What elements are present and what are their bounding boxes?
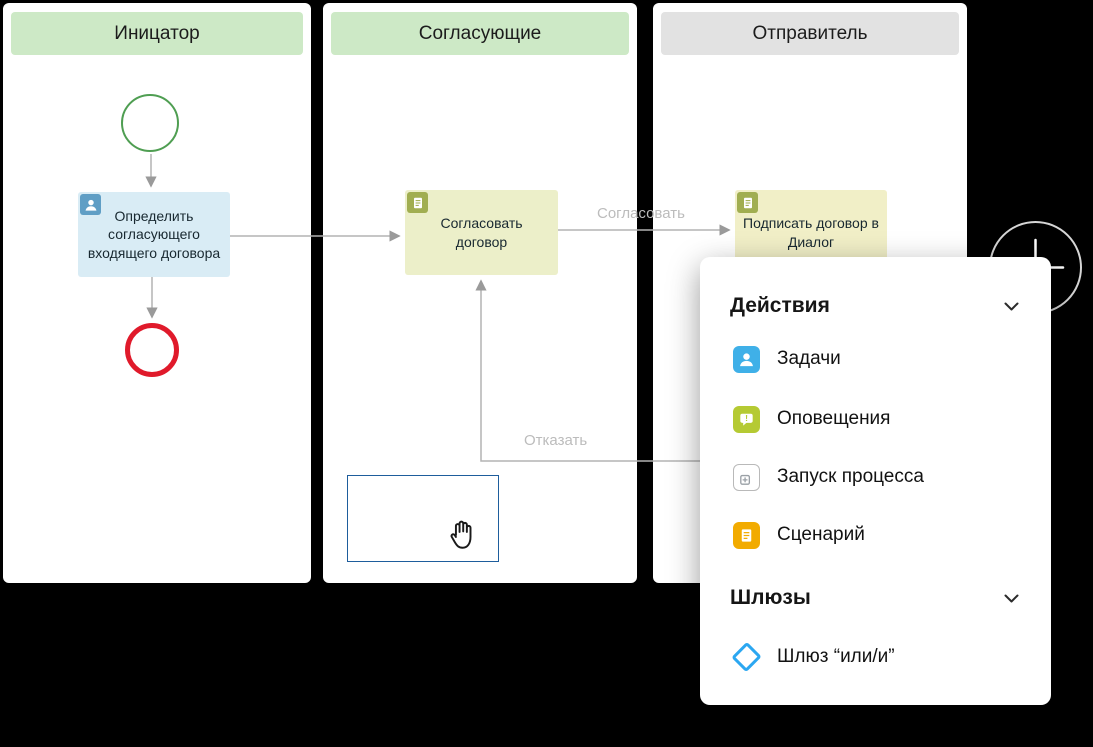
edge-label-approve: Согласовать (597, 205, 685, 222)
chevron-down-icon (1004, 302, 1019, 310)
task-label: Определить согласующего входящего догово… (87, 208, 221, 261)
section-title: Шлюзы (730, 586, 811, 609)
task-label: Согласовать договор (440, 215, 523, 250)
palette-item-notifications[interactable]: ! Оповещения (733, 403, 1031, 435)
notification-icon: ! (733, 405, 760, 433)
lane-header-sender[interactable]: Отправитель (661, 12, 959, 55)
chevron-down-icon (1004, 594, 1019, 602)
section-heading-actions[interactable]: Действия (730, 291, 1019, 321)
gateway-diamond-icon (731, 641, 762, 673)
user-task-icon (733, 345, 760, 373)
palette-item-tasks[interactable]: Задачи (733, 343, 1031, 375)
palette-item-gateway[interactable]: Шлюз “или/и” (731, 641, 1031, 673)
end-event-circle[interactable] (125, 323, 179, 377)
script-icon (733, 521, 760, 549)
document-icon (737, 192, 758, 213)
user-icon (80, 194, 101, 215)
selection-box[interactable] (347, 475, 499, 562)
start-event-circle[interactable] (121, 94, 179, 152)
edge-label-reject: Отказать (524, 432, 588, 449)
task-approve-contract[interactable]: Согласовать договор (405, 190, 558, 275)
task-define-approver[interactable]: Определить согласующего входящего догово… (78, 192, 230, 277)
lane-header-approvers[interactable]: Согласующие (331, 12, 629, 55)
svg-text:!: ! (745, 413, 748, 423)
palette-item-label: Шлюз “или/и” (777, 646, 895, 667)
palette-item-script[interactable]: Сценарий (733, 519, 1031, 551)
section-heading-gateways[interactable]: Шлюзы (730, 583, 1019, 613)
section-title: Действия (730, 294, 830, 317)
lane-header-initiator[interactable]: Иницатор (11, 12, 303, 55)
document-icon (407, 192, 428, 213)
hand-cursor-icon (446, 518, 478, 552)
process-start-icon (733, 463, 760, 491)
palette-item-process-start[interactable]: Запуск процесса (733, 461, 1031, 493)
palette-item-label: Оповещения (777, 408, 891, 429)
lane-initiator: Иницатор (3, 3, 311, 583)
palette-item-label: Задачи (777, 348, 841, 369)
element-palette-popup: Действия Задачи ! Оповещения (700, 257, 1051, 705)
palette-item-label: Запуск процесса (777, 466, 924, 487)
palette-item-label: Сценарий (777, 524, 865, 545)
task-label: Подписать договор в Диалог (743, 215, 879, 250)
